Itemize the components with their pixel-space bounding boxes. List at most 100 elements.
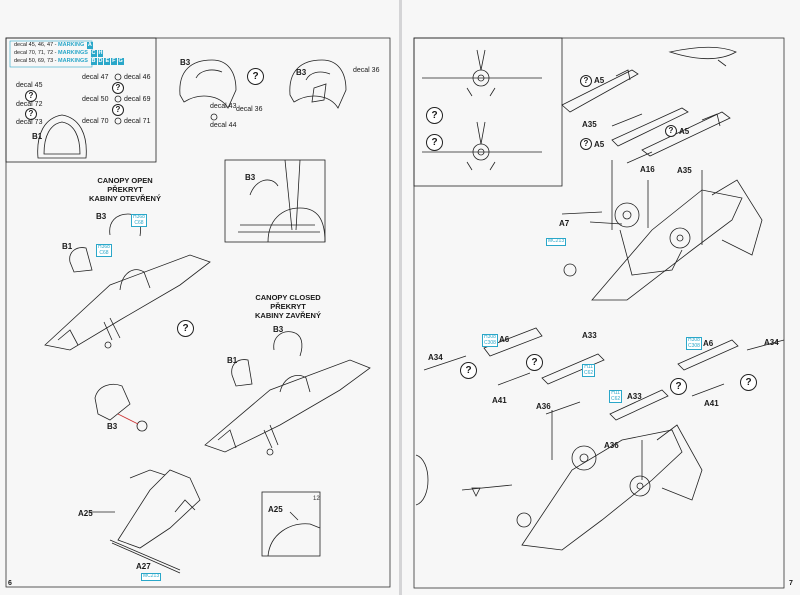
part-label-a36: A36: [604, 441, 619, 450]
paint-code-line: H11: [584, 364, 593, 370]
decal-label: decal 36: [236, 106, 263, 113]
part-label-a5: A5: [594, 76, 605, 85]
part-label-b1: B1: [32, 132, 43, 141]
decal-label: decal 71: [124, 118, 151, 125]
paint-code: H308 C308: [686, 337, 702, 350]
unknown-marker: ?: [740, 374, 757, 391]
part-label-a16: A16: [640, 165, 655, 174]
unknown-marker: ?: [580, 138, 592, 150]
unknown-marker: ?: [112, 104, 124, 116]
unknown-marker: ?: [112, 82, 124, 94]
unknown-marker: ?: [177, 320, 194, 337]
part-label-a25: A25: [78, 509, 93, 518]
decal-label: decal 36: [353, 67, 380, 74]
detail-number: 12: [313, 496, 320, 502]
marking-badge: A: [86, 42, 93, 49]
decal-label: decal 73: [16, 119, 43, 126]
title-canopy-open: CANOPY OPEN PŘEKRYT KABINY OTEVŘENÝ: [55, 176, 195, 203]
page-number: 7: [789, 580, 793, 587]
book-spine: [399, 0, 402, 595]
unknown-marker: ?: [426, 134, 443, 151]
marking-decals: decal 50, 69, 73 -: [14, 58, 59, 64]
paint-code-line: H368: [98, 244, 110, 250]
marking-badge: G: [117, 58, 124, 65]
part-label-a6: A6: [703, 339, 714, 348]
part-label-b3: B3: [296, 68, 307, 77]
unknown-marker: ?: [670, 378, 687, 395]
part-label-a7: A7: [559, 219, 570, 228]
marking-label: MARKING: [58, 42, 85, 48]
decal-label: decal 43: [210, 103, 237, 110]
title-line: PŘEKRYT: [270, 302, 306, 311]
instruction-page-6: decal 45, 46, 47 - MARKING A decal 70, 7…: [0, 0, 399, 595]
marking-label: MARKINGS: [58, 58, 88, 64]
title-canopy-closed: CANOPY CLOSED PŘEKRYT KABINY ZAVŘENÝ: [218, 293, 358, 320]
part-label-a27: A27: [136, 562, 151, 571]
paint-code: H11 C62: [582, 364, 596, 377]
paint-code: H368 C68: [131, 214, 147, 227]
unknown-marker: ?: [247, 68, 264, 85]
paint-code-line: C68: [99, 249, 109, 256]
part-label-a41: A41: [704, 399, 719, 408]
part-label-b1: B1: [227, 356, 238, 365]
part-label-a6: A6: [499, 335, 510, 344]
title-line: PŘEKRYT: [107, 185, 143, 194]
part-label-a36: A36: [536, 402, 551, 411]
decal-label: decal 70: [82, 118, 109, 125]
part-label-b1: B1: [62, 242, 73, 251]
marking-badge: F: [111, 58, 117, 65]
paint-code-line: C62: [611, 395, 621, 402]
paint-code: H308 C308: [482, 334, 498, 347]
unknown-marker: ?: [460, 362, 477, 379]
title-line: CANOPY CLOSED: [255, 293, 321, 302]
title-line: KABINY OTEVŘENÝ: [89, 194, 161, 203]
paint-code: MC213: [546, 238, 567, 246]
part-label-a34: A34: [428, 353, 443, 362]
paint-code-line: H308: [484, 334, 496, 340]
part-label-b3: B3: [245, 173, 256, 182]
part-label-a34: A34: [764, 338, 779, 347]
part-label-a35: A35: [582, 120, 597, 129]
unknown-marker: ?: [580, 75, 592, 87]
decal-label: decal 72: [16, 101, 43, 108]
marking-badge: B: [90, 58, 97, 65]
part-label-b3: B3: [96, 212, 107, 221]
marking-badge: C: [90, 50, 97, 57]
page-6-line-art: [5, 37, 391, 588]
title-line: KABINY ZAVŘENÝ: [255, 311, 321, 320]
paint-code-line: H368: [133, 214, 145, 220]
paint-code: H368 C68: [96, 244, 112, 257]
unknown-marker: ?: [526, 354, 543, 371]
paint-code-line: H308: [688, 337, 700, 343]
instruction-page-7: ? ? ? A5 A35 ? A5 ? A5 A16 A35 A7 MC213 …: [402, 0, 800, 595]
marking-badge: H: [97, 50, 104, 57]
decal-label: decal 69: [124, 96, 151, 103]
marking-badge: D: [97, 58, 104, 65]
decal-label: decal 47: [82, 74, 109, 81]
part-label-a33: A33: [582, 331, 597, 340]
paint-code-line: C62: [584, 369, 594, 376]
part-label-a25: A25: [268, 505, 283, 514]
marking-decals: decal 70, 71, 72 -: [14, 50, 59, 56]
part-label-a33: A33: [627, 392, 642, 401]
decal-label: decal 45: [16, 82, 43, 89]
part-label-a5: A5: [679, 127, 690, 136]
unknown-marker: ?: [25, 108, 37, 120]
decal-label: decal 50: [82, 96, 109, 103]
unknown-marker: ?: [25, 90, 37, 102]
title-line: CANOPY OPEN: [97, 176, 153, 185]
page-7-line-art: [413, 37, 785, 589]
decal-label: decal 44: [210, 122, 237, 129]
part-label-b3: B3: [107, 422, 118, 431]
marking-badge: E: [104, 58, 111, 65]
page-number: 6: [8, 580, 12, 587]
part-label-a5: A5: [594, 140, 605, 149]
unknown-marker: ?: [665, 125, 677, 137]
marking-row-a: decal 45, 46, 47 - MARKING A: [14, 42, 93, 49]
decal-label: decal 46: [124, 74, 151, 81]
paint-code: MC213: [141, 573, 162, 581]
part-label-a35: A35: [677, 166, 692, 175]
part-label-b3: B3: [180, 58, 191, 67]
